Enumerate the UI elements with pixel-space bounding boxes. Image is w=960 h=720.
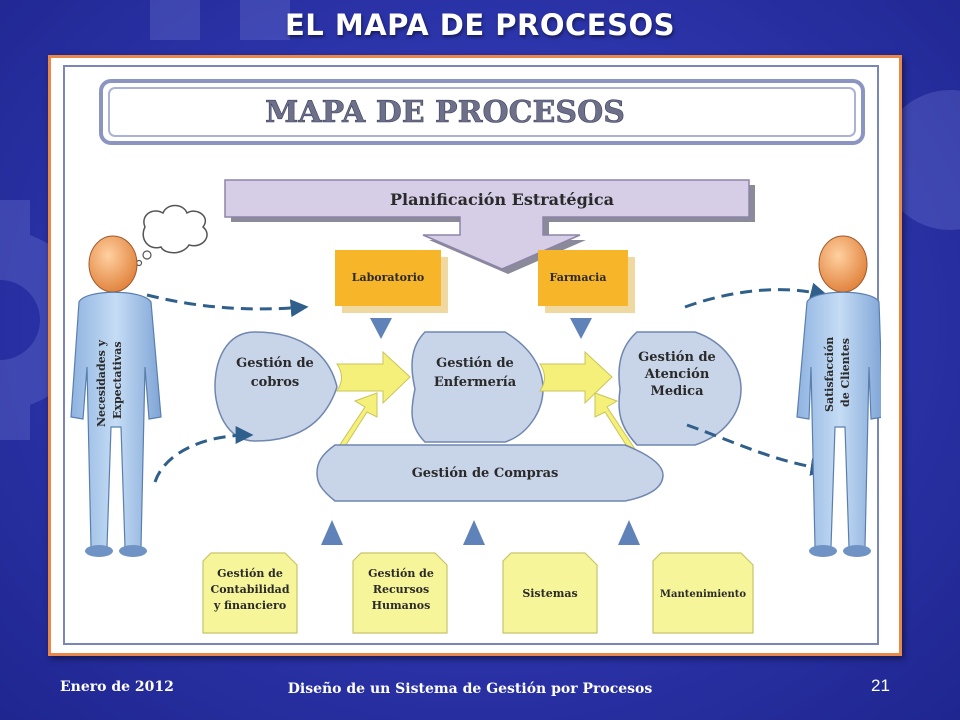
strategic-planning-label: Planificación Estratégica	[390, 190, 614, 209]
left-person-icon: Necesidades y Expectativas	[70, 235, 162, 557]
thought-bubble-icon	[135, 204, 208, 267]
process-map-diagram: MAPA DE PROCESOS Planificación Estratégi…	[70, 79, 881, 634]
strategic-planning-arrow: Planificación Estratégica	[224, 179, 755, 274]
down-triangle-icon	[370, 318, 392, 339]
background-gear-icon	[150, 0, 290, 40]
up-triangle-icon	[321, 520, 343, 545]
support-label-farmacia: Farmacia	[550, 271, 607, 284]
up-triangle-icon	[618, 520, 640, 545]
flow-arrow-icon	[539, 350, 613, 405]
core-process-cobros: Gestión de cobros	[214, 331, 338, 442]
core-label-cobros-2: cobros	[251, 375, 300, 390]
support-bottom-label: Recursos	[373, 583, 429, 596]
support-bottom-label: Contabilidad	[210, 583, 289, 596]
core-label-atencion-3: Medica	[650, 384, 704, 399]
support-bottom-label: Sistemas	[522, 587, 577, 600]
support-bottom-label: Humanos	[372, 599, 431, 612]
support-bottom-label: Mantenimiento	[660, 589, 747, 600]
dashed-arrow-icon	[153, 426, 254, 483]
header-banner: MAPA DE PROCESOS	[99, 79, 865, 145]
core-label-cobros-1: Gestión de	[236, 356, 314, 371]
up-triangle-icon	[463, 520, 485, 545]
support-box-mantenimiento: Mantenimiento	[652, 552, 754, 634]
support-box-recursos-humanos: Gestión de Recursos Humanos	[352, 552, 448, 634]
process-map-frame: MAPA DE PROCESOS Planificación Estratégi…	[48, 55, 902, 656]
slide-title: EL MAPA DE PROCESOS	[284, 8, 676, 42]
core-label-atencion-2: Atención	[644, 367, 710, 382]
support-box-sistemas: Sistemas	[502, 552, 598, 634]
support-bottom-label: Gestión de	[368, 567, 434, 580]
process-map-inner: MAPA DE PROCESOS Planificación Estratégi…	[63, 65, 881, 645]
core-label-atencion-1: Gestión de	[638, 350, 716, 365]
flow-arrow-icon	[336, 350, 411, 405]
core-label-enfermeria-2: Enfermería	[434, 375, 517, 390]
support-box-laboratorio: Laboratorio	[335, 250, 448, 313]
flow-arrow-icon	[594, 392, 640, 460]
right-person-icon: Satisfacción de Clientes	[796, 235, 881, 557]
core-label-enfermeria-1: Gestión de	[436, 356, 514, 371]
dashed-arrow-icon	[684, 282, 829, 309]
left-person-label-2: Expectativas	[111, 341, 124, 419]
right-person-label-1: Satisfacción	[823, 337, 836, 412]
dashed-arrow-icon	[686, 423, 829, 476]
dashed-arrow-icon	[146, 293, 309, 318]
support-bottom-label: Gestión de	[217, 567, 283, 580]
support-bottom-label: y financiero	[213, 599, 286, 612]
page-number: 21	[871, 676, 890, 695]
header-text: MAPA DE PROCESOS	[265, 95, 625, 130]
compras-label: Gestión de Compras	[412, 466, 559, 481]
core-process-compras: Gestión de Compras	[316, 444, 664, 502]
core-process-atencion: Gestión de Atención Medica	[618, 331, 742, 446]
footer-subtitle: Diseño de un Sistema de Gestión por Proc…	[287, 681, 653, 697]
footer-date: Enero de 2012	[60, 679, 174, 695]
core-process-enfermeria: Gestión de Enfermería	[411, 331, 544, 443]
support-label-laboratorio: Laboratorio	[352, 271, 425, 284]
down-triangle-icon	[570, 318, 592, 339]
right-person-label-2: de Clientes	[839, 338, 852, 407]
support-box-contabilidad: Gestión de Contabilidad y financiero	[202, 552, 298, 634]
left-person-label-1: Necesidades y	[95, 339, 108, 427]
support-box-farmacia: Farmacia	[538, 250, 635, 313]
